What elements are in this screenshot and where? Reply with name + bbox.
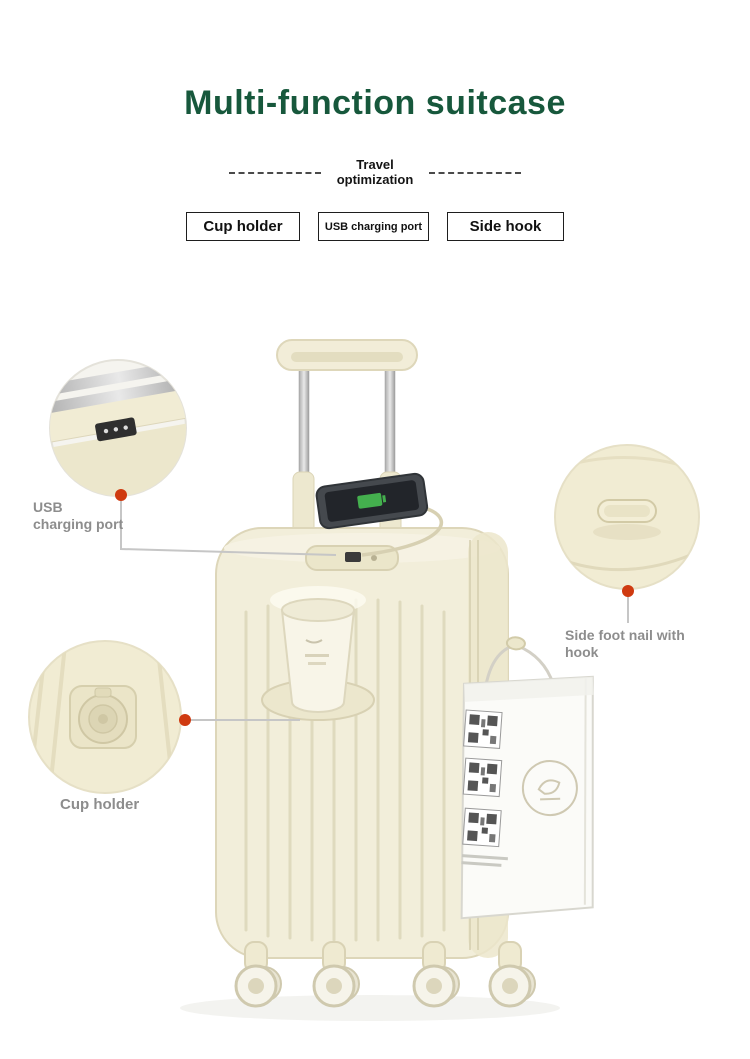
- tagline-dash-left: [228, 171, 321, 174]
- ground-shadow: [180, 995, 560, 1021]
- cup-in-holder: [261, 586, 375, 721]
- tagline: Travel optimization: [0, 157, 750, 188]
- feature-side-hook: Side hook: [447, 212, 564, 241]
- tagline-words: Travel optimization: [336, 157, 414, 188]
- wheel: [412, 941, 460, 1008]
- wheels: [234, 941, 536, 1008]
- page-title: Multi-function suitcase: [184, 84, 566, 122]
- shopping-bag: [460, 636, 594, 920]
- leader-lines: [115, 489, 634, 726]
- zoom-bubble-cup-holder: [28, 640, 182, 794]
- usb-port: [345, 552, 361, 562]
- tagline-line1: Travel: [356, 157, 394, 172]
- bag-logo-stamp: [521, 760, 578, 817]
- feature-usb-port: USB charging port: [318, 212, 429, 241]
- feature-cup-holder: Cup holder: [186, 212, 300, 241]
- wheel: [234, 941, 282, 1008]
- accent-dot-hook: [622, 585, 634, 597]
- tagline-line2: optimization: [336, 171, 414, 187]
- wheel: [488, 941, 536, 1008]
- zoom-bubble-side-hook: [554, 444, 700, 590]
- accent-dot-cup: [179, 714, 191, 726]
- feature-row: Cup holder USB charging port Side hook: [0, 212, 750, 241]
- charging-cable: [361, 506, 443, 557]
- battery-icon: [357, 492, 383, 509]
- phone: [315, 472, 429, 530]
- usb-callout-label: USB charging port: [33, 499, 124, 533]
- paper-cup: [280, 609, 356, 713]
- accent-dot-usb: [115, 489, 127, 501]
- bag-qr-codes: [462, 709, 503, 848]
- side-hook-callout-label: Side foot nail with hook: [565, 627, 685, 661]
- wheel: [312, 941, 360, 1008]
- cup-holder-callout-label: Cup holder: [60, 796, 140, 813]
- tagline-dash-right: [429, 171, 522, 174]
- side-hook: [505, 636, 526, 651]
- zoom-bubble-usb: [49, 359, 187, 497]
